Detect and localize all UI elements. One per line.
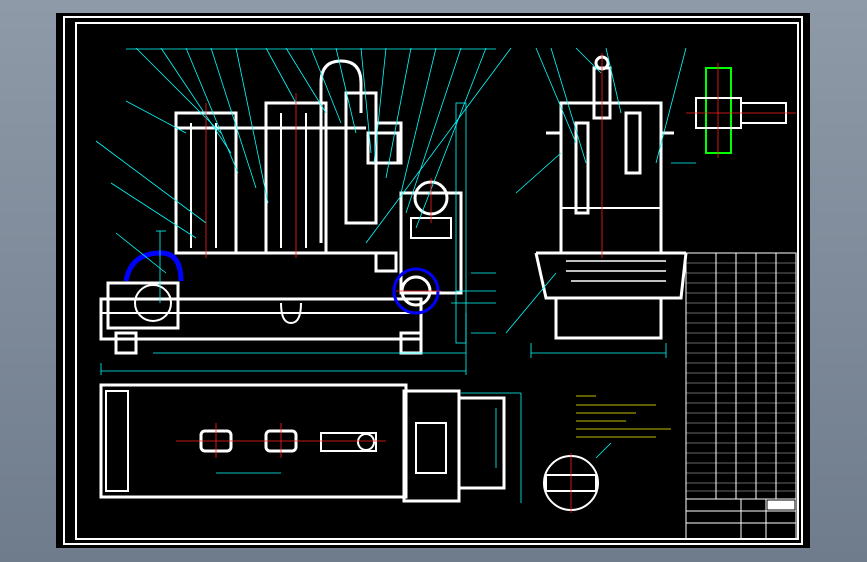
detail-view-valve <box>686 63 796 158</box>
inner-border <box>75 22 799 540</box>
outer-border <box>63 16 803 545</box>
side-view <box>534 55 688 340</box>
cad-drawing <box>63 16 803 545</box>
front-view <box>99 59 463 355</box>
technical-notes <box>576 395 671 438</box>
plan-view-centerlines <box>176 423 386 458</box>
plan-view <box>99 383 506 503</box>
front-view-annotations <box>95 47 512 375</box>
detail-view-section <box>543 442 612 513</box>
parts-list-rows <box>686 262 796 492</box>
parts-list <box>685 252 797 540</box>
drawing-sheet <box>56 13 810 548</box>
title-block <box>686 499 796 539</box>
side-view-annotations <box>505 47 696 358</box>
front-view-centerlines <box>205 93 441 292</box>
plan-view-annotations <box>216 392 522 503</box>
